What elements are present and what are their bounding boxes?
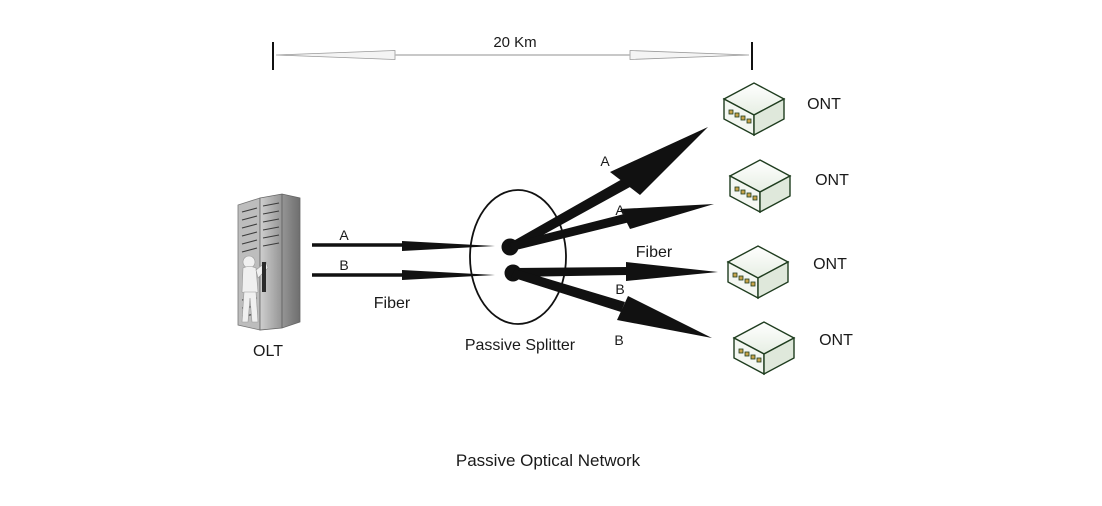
diagram-caption: Passive Optical Network bbox=[456, 451, 641, 470]
branch-2-arrow bbox=[620, 204, 714, 229]
distance-marker: 20 Km bbox=[272, 34, 753, 70]
branch-2-shaft bbox=[510, 213, 630, 251]
ont-device-2 bbox=[728, 159, 792, 214]
branch-3-arrow bbox=[626, 262, 718, 281]
olt-label: OLT bbox=[253, 343, 283, 360]
branch-label-2: A bbox=[615, 202, 625, 218]
distance-arrow-left bbox=[275, 50, 396, 60]
input-label-b: B bbox=[339, 257, 348, 273]
olt-icon bbox=[237, 193, 301, 331]
branch-label-3: B bbox=[615, 281, 624, 297]
ont-label-3: ONT bbox=[813, 256, 847, 273]
distance-label: 20 Km bbox=[493, 34, 536, 51]
branch-4-arrow bbox=[617, 296, 712, 338]
branch-3-shaft bbox=[513, 267, 628, 277]
ont-device-4 bbox=[732, 321, 796, 376]
fiber-arrow-a bbox=[402, 241, 495, 251]
fiber-label-right: Fiber bbox=[636, 244, 673, 261]
fiber-arrow-b bbox=[402, 270, 495, 280]
ont-label-4: ONT bbox=[819, 332, 853, 349]
ont-label-2: ONT bbox=[815, 172, 849, 189]
branch-label-4: B bbox=[614, 332, 623, 348]
branch-1-arrow bbox=[610, 127, 708, 195]
fiber-lines bbox=[312, 241, 495, 280]
input-label-a: A bbox=[339, 227, 349, 243]
ont-device-3 bbox=[726, 245, 790, 300]
branch-label-1: A bbox=[600, 153, 610, 169]
branch-4-shaft bbox=[511, 269, 625, 312]
branch-lines bbox=[508, 127, 718, 338]
ont-label-1: ONT bbox=[807, 96, 841, 113]
splitter-label: Passive Splitter bbox=[465, 337, 576, 354]
ont-device-1 bbox=[722, 82, 786, 137]
branch-1-shaft bbox=[508, 178, 630, 252]
splitter-ellipse bbox=[469, 189, 567, 325]
distance-arrow-right bbox=[629, 50, 750, 60]
fiber-label-left: Fiber bbox=[374, 295, 411, 312]
splitter-icon bbox=[469, 189, 567, 325]
